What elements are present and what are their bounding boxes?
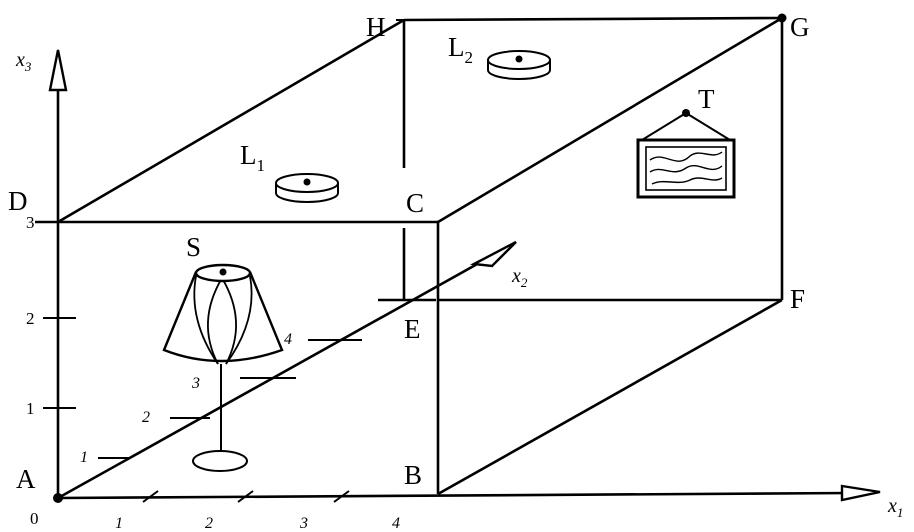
x2-tick-2: 2 [142,409,150,426]
light-L1-icon [275,173,339,203]
lamp-S-icon [162,263,284,472]
box-edges [57,16,784,496]
x3-axis [48,49,68,498]
vertex-label-F: F [790,284,805,314]
x3-axis-label: x3 [15,49,32,74]
x3-tick-2: 2 [26,309,35,328]
vertex-label-B: B [404,460,422,490]
origin-dot [53,493,63,503]
picture-T-label: T [698,84,715,114]
x1-tick-1: 1 [115,515,123,532]
x1-tick-2: 2 [205,515,213,532]
x1-axis-label: x1 [887,495,903,520]
x2-tick-1: 1 [80,449,88,466]
x2-axis-label: x2 [511,265,528,290]
x2-tick-4: 4 [284,331,292,348]
vertex-label-A: A [16,464,36,494]
x1-ticks: 1 2 3 4 [115,490,400,532]
light-L2-icon [487,50,551,80]
x1-axis [57,484,881,502]
light-L2-label: L2 [448,32,473,67]
x2-tick-3: 3 [191,375,200,392]
vertex-label-E: E [404,314,421,344]
vertex-label-G: G [790,12,810,42]
light-L1-label: L1 [240,140,265,175]
x3-tick-1: 1 [26,399,35,418]
x2-ticks: 1 2 3 4 [80,298,436,466]
picture-T-icon [636,109,736,199]
vertex-dot-G [777,13,787,23]
x1-tick-3: 3 [299,515,308,532]
x1-tick-4: 4 [392,515,400,532]
vertex-label-H: H [366,12,386,42]
lamp-S-label: S [186,232,201,262]
x3-ticks: 1 2 3 [26,213,76,418]
x2-axis [57,240,517,500]
vertex-label-D: D [8,186,28,216]
origin-label: 0 [30,509,39,528]
x3-tick-3: 3 [26,213,35,232]
vertex-label-C: C [406,188,424,218]
